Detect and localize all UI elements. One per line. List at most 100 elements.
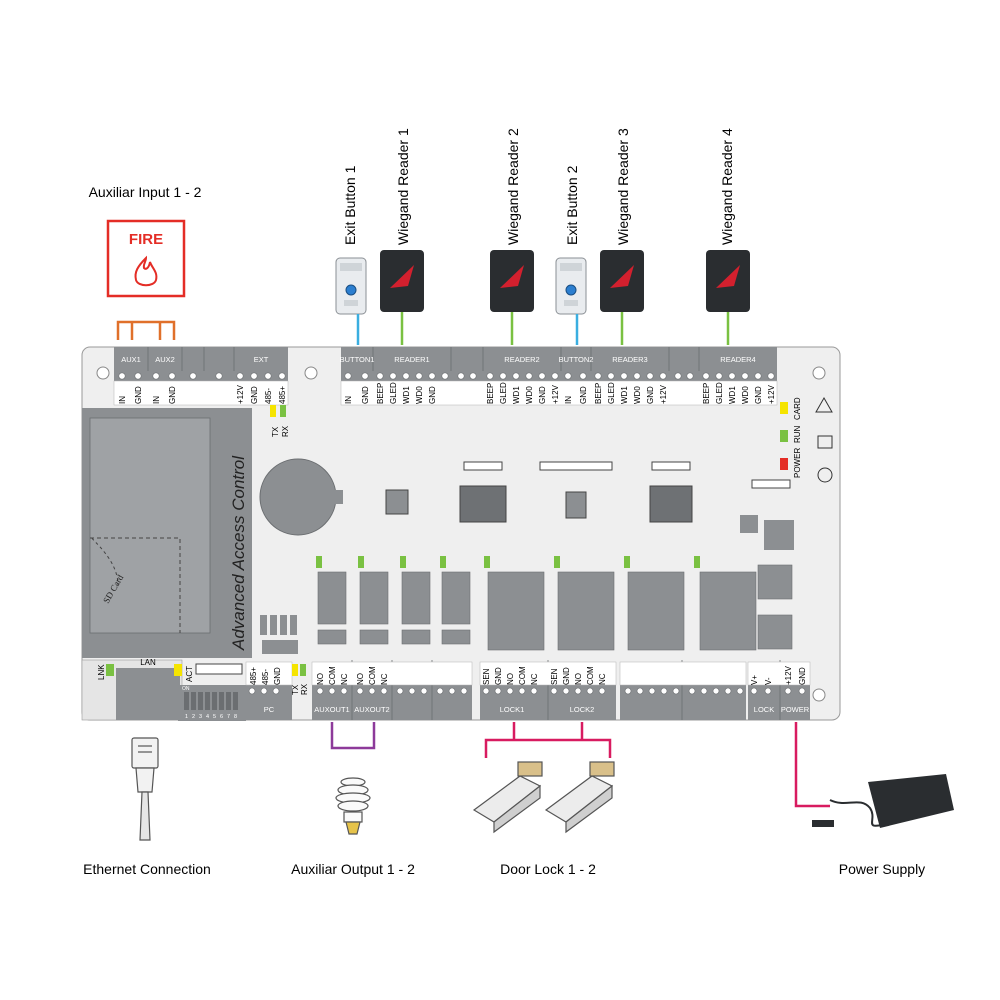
wiegand-reader-4-label: Wiegand Reader 4 [719,128,735,245]
svg-text:BEEP: BEEP [486,383,495,404]
svg-text:GND: GND [428,386,437,404]
header-reader3: READER3 [612,355,647,364]
relays [317,564,793,651]
cfl-bulb-icon [335,777,371,835]
act-label: ACT [185,666,194,682]
dip-numbers: 1 2 3 4 5 6 7 8 [185,714,237,720]
svg-text:WD0: WD0 [415,386,424,404]
card-label: CARD [793,397,802,420]
header-aux2: AUX2 [155,355,175,364]
svg-text:GLED: GLED [499,382,508,404]
svg-text:GND: GND [134,386,143,404]
svg-text:3: 3 [199,714,202,720]
pc-rx-led [300,664,306,676]
svg-text:COM: COM [586,666,595,685]
svg-text:NC: NC [340,673,349,685]
run-label: RUN [793,425,802,443]
header-aux1: AUX1 [121,355,141,364]
lock-wires [484,722,612,758]
tx-led [270,405,276,417]
svg-text:7: 7 [227,714,230,720]
svg-text:2: 2 [192,714,195,720]
bottom-screw-terminals [248,687,806,695]
svg-text:COM: COM [368,666,377,685]
top-screw-terminals [118,372,775,380]
svg-text:BEEP: BEEP [376,383,385,404]
svg-text:NC: NC [598,673,607,685]
header-pc: PC [264,705,275,714]
act-led [174,664,182,676]
svg-text:485+: 485+ [249,667,258,685]
door-strike-2-icon [544,761,615,834]
exit-button-wires [356,314,579,345]
compliance-icons [815,396,833,483]
header-lock2: LOCK2 [570,705,595,714]
wiegand-reader-1 [380,250,424,312]
svg-text:NC: NC [530,673,539,685]
svg-text:+12V: +12V [551,384,560,404]
svg-text:GLED: GLED [715,382,724,404]
tx-label: TX [271,426,280,437]
svg-text:WD1: WD1 [402,386,411,404]
run-led [780,430,788,442]
svg-text:GND: GND [168,386,177,404]
svg-text:485-: 485- [261,669,270,685]
header-reader2: READER2 [504,355,539,364]
svg-text:+12V: +12V [767,384,776,404]
svg-text:GND: GND [562,667,571,685]
svg-text:WD1: WD1 [728,386,737,404]
lan-label: LAN [140,658,156,667]
pc-rx-label: RX [300,683,309,695]
exit-button-2 [555,257,587,315]
wiegand-reader-2 [490,250,534,312]
header-auxout2: AUXOUT2 [354,705,389,714]
flame-icon [134,255,158,287]
svg-text:GND: GND [494,667,503,685]
header-reader4: READER4 [720,355,755,364]
svg-text:GND: GND [361,386,370,404]
lan-jack [116,668,180,720]
svg-text:GND: GND [646,386,655,404]
svg-text:GND: GND [754,386,763,404]
ic-chips [385,461,794,550]
exit-button-1 [335,257,367,315]
wiegand-reader-3-label: Wiegand Reader 3 [615,128,631,245]
reader-wires [400,312,730,345]
svg-text:+12V: +12V [236,384,245,404]
power-adapter-icon [812,774,954,828]
svg-text:V-: V- [764,677,773,685]
svg-text:GLED: GLED [607,382,616,404]
lnk-label: LNK [97,664,106,680]
svg-text:+12V: +12V [784,665,793,685]
svg-text:V+: V+ [750,675,759,685]
svg-text:6: 6 [220,714,223,720]
coin-battery [259,458,337,536]
svg-text:NO: NO [316,673,325,685]
auxiliar-input-label: Auxiliar Input 1 - 2 [89,184,202,200]
rx-led [280,405,286,417]
relay-leds [316,556,700,568]
svg-text:WD0: WD0 [741,386,750,404]
header-reader1: READER1 [394,355,429,364]
dip-on-label: ON [182,686,190,692]
svg-text:SEN: SEN [482,668,491,685]
svg-text:1: 1 [185,714,188,720]
ethernet-label: Ethernet Connection [83,861,211,877]
brand-text: Advanced Access Control [229,455,248,651]
bottom-pin-labels: 485+ 485- GND NO COM NC NO COM NC SEN GN… [249,665,807,685]
aux-output-label: Auxiliar Output 1 - 2 [291,861,415,877]
controller-board: AUX1 AUX2 EXT BUTTON1 READER1 READER2 BU… [81,346,841,721]
rx-label: RX [281,425,290,437]
header-button1: BUTTON1 [340,355,375,364]
svg-text:485-: 485- [264,388,273,404]
svg-text:GND: GND [538,386,547,404]
svg-text:COM: COM [328,666,337,685]
svg-text:GND: GND [798,667,807,685]
power-led [780,458,788,470]
power-label: POWER [793,448,802,478]
svg-text:485+: 485+ [278,386,287,404]
pc-tx-led [292,664,298,676]
header-ext: EXT [254,355,269,364]
fire-sensor: FIRE [106,219,186,298]
svg-text:BEEP: BEEP [594,383,603,404]
